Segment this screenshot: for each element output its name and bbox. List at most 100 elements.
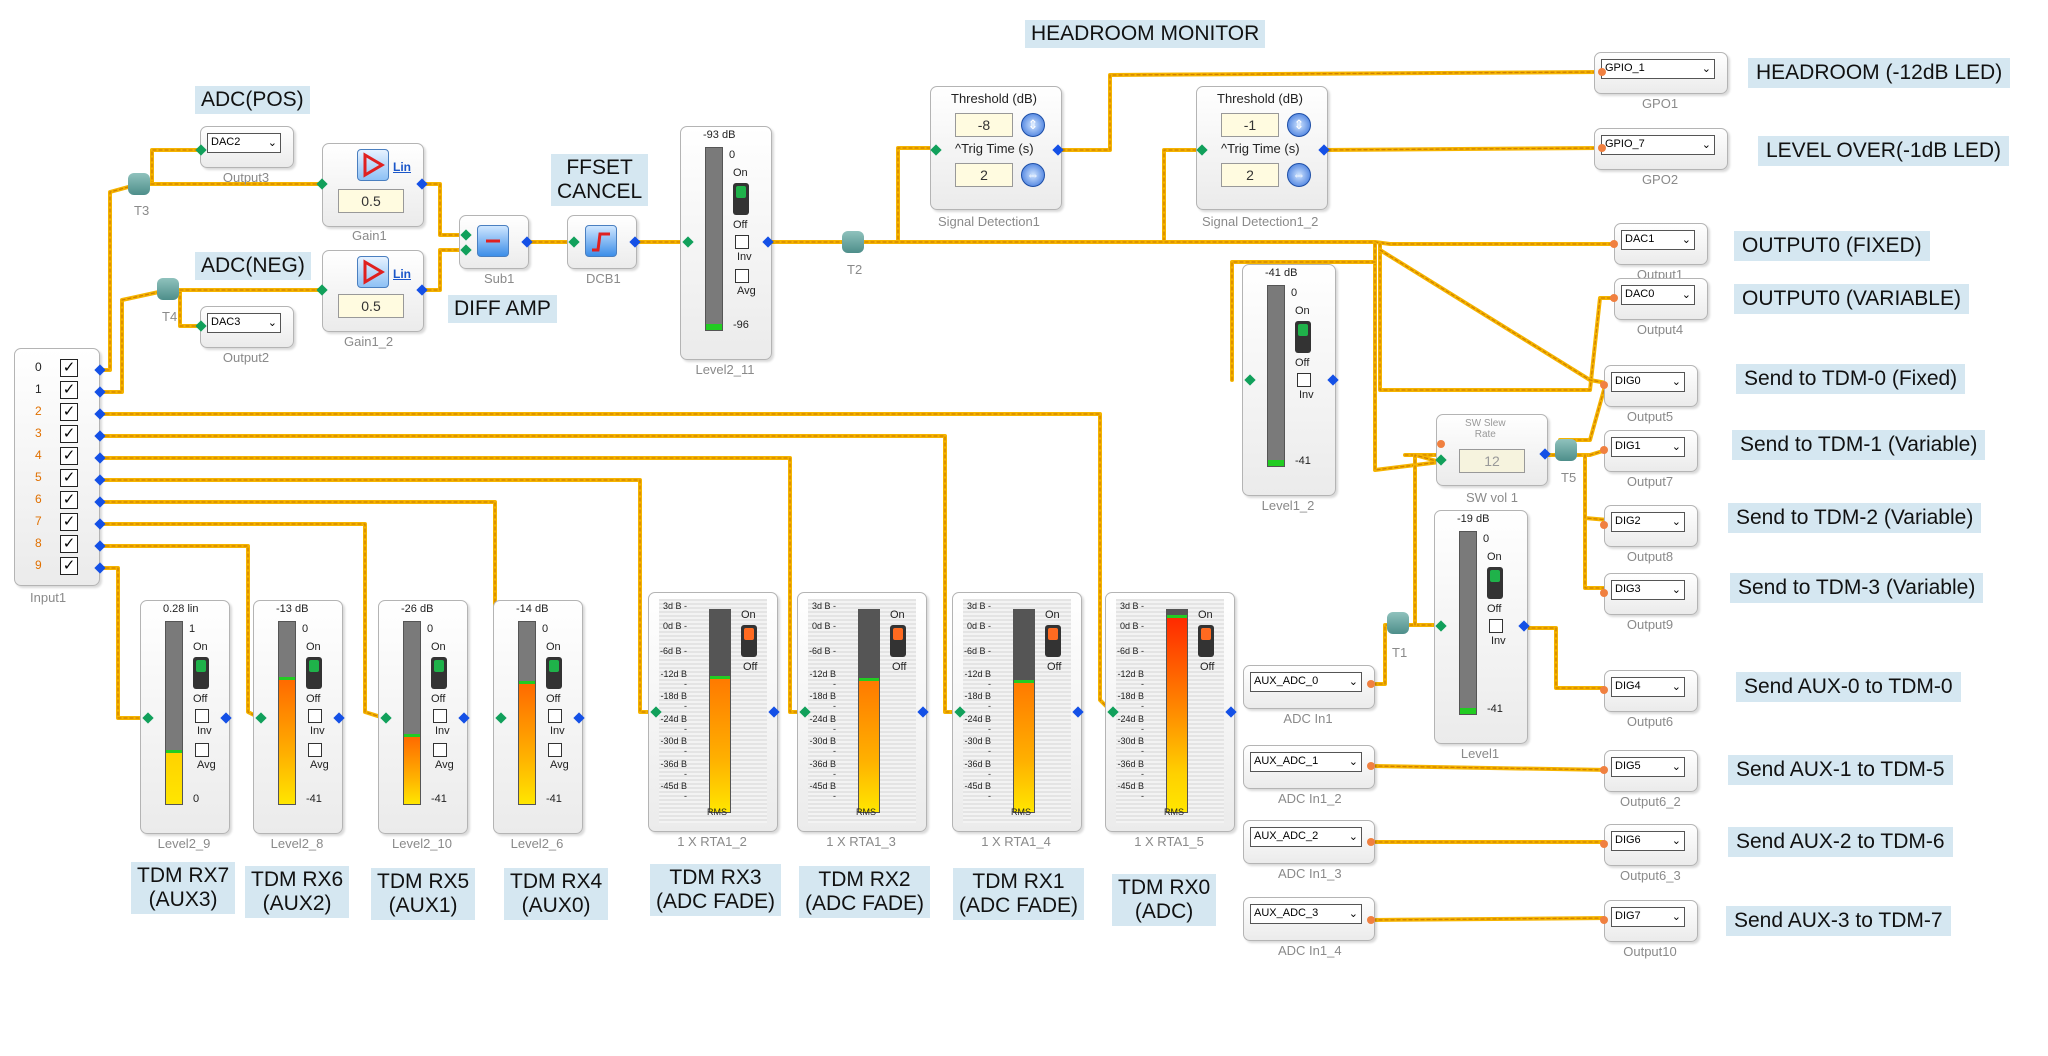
gain1-value-field[interactable]: 0.5	[338, 189, 404, 213]
output9-select[interactable]: DIG3⌄	[1611, 580, 1685, 600]
gain1-block[interactable]: Lin 0.5	[322, 143, 424, 227]
level1-2-toggle-switch[interactable]	[1295, 321, 1311, 353]
output5-select[interactable]: DIG0⌄	[1611, 372, 1685, 392]
rta-meter-block[interactable]: 3d B -0d B --6d B --12d B --18d B --24d …	[1105, 592, 1235, 832]
output6-2-block[interactable]: DIG5⌄	[1604, 750, 1698, 792]
input-channel-checkbox[interactable]: ✓	[60, 491, 78, 509]
output4-block[interactable]: DAC0⌄	[1614, 278, 1708, 320]
output3-select[interactable]: DAC2⌄	[207, 133, 281, 153]
gain1-2-value-field[interactable]: 0.5	[338, 294, 404, 318]
output7-block[interactable]: DIG1⌄	[1604, 430, 1698, 472]
sd1-trig-field[interactable]: 2	[955, 163, 1013, 187]
gain1-2-block[interactable]: Lin 0.5	[322, 250, 424, 332]
gpo2-select[interactable]: GPIO_7⌄	[1601, 135, 1715, 155]
adc-in1-4-block[interactable]: AUX_ADC_3⌄	[1243, 897, 1375, 941]
level1-2-invert-checkbox[interactable]	[1297, 373, 1311, 387]
connection-pin[interactable]	[1600, 589, 1608, 597]
connection-pin[interactable]	[1600, 686, 1608, 694]
connection-pin[interactable]	[1367, 838, 1375, 846]
output2-block[interactable]: DAC3⌄	[200, 306, 294, 348]
signal-detection1-block[interactable]: Threshold (dB) -8 ⇕ ^Trig Time (s) 2 ⇔	[930, 86, 1062, 210]
t5-node[interactable]	[1555, 439, 1577, 461]
sd2-threshold-field[interactable]: -1	[1221, 113, 1279, 137]
adc-in1-block[interactable]: AUX_ADC_0⌄	[1243, 665, 1375, 709]
output10-select[interactable]: DIG7⌄	[1611, 907, 1685, 927]
output10-block[interactable]: DIG7⌄	[1604, 900, 1698, 942]
level2-10-invert-checkbox[interactable]	[433, 709, 447, 723]
rta-toggle-switch[interactable]	[741, 625, 757, 657]
adc-in1-4-select[interactable]: AUX_ADC_3⌄	[1250, 904, 1362, 924]
input-channel-checkbox[interactable]: ✓	[60, 535, 78, 553]
connection-pin[interactable]	[1610, 294, 1618, 302]
connection-pin[interactable]	[1600, 446, 1608, 454]
output6-2-select[interactable]: DIG5⌄	[1611, 757, 1685, 777]
input-channel-checkbox[interactable]: ✓	[60, 513, 78, 531]
sd2-threshold-knob-icon[interactable]: ⇕	[1287, 113, 1311, 137]
sd1-threshold-field[interactable]: -8	[955, 113, 1013, 137]
signal-detection1-2-block[interactable]: Threshold (dB) -1 ⇕ ^Trig Time (s) 2 ⇔	[1196, 86, 1328, 210]
t1-node[interactable]	[1387, 612, 1409, 634]
rta-toggle-switch[interactable]	[1045, 625, 1061, 657]
level2-9-average-checkbox[interactable]	[195, 743, 209, 757]
input-channel-checkbox[interactable]: ✓	[60, 447, 78, 465]
rta-meter-block[interactable]: 3d B -0d B --6d B --12d B --18d B --24d …	[648, 592, 778, 832]
input-channel-checkbox[interactable]: ✓	[60, 359, 78, 377]
output6-select[interactable]: DIG4⌄	[1611, 677, 1685, 697]
adc-in1-3-select[interactable]: AUX_ADC_2⌄	[1250, 827, 1362, 847]
output4-select[interactable]: DAC0⌄	[1621, 285, 1695, 305]
output8-select[interactable]: DIG2⌄	[1611, 512, 1685, 532]
rta-toggle-switch[interactable]	[1198, 625, 1214, 657]
connection-pin[interactable]	[1367, 680, 1375, 688]
connection-pin[interactable]	[1600, 381, 1608, 389]
sd1-threshold-knob-icon[interactable]: ⇕	[1021, 113, 1045, 137]
gpo2-block[interactable]: GPIO_7⌄	[1594, 128, 1728, 170]
output6-block[interactable]: DIG4⌄	[1604, 670, 1698, 712]
input-channel-checkbox[interactable]: ✓	[60, 381, 78, 399]
output9-block[interactable]: DIG3⌄	[1604, 573, 1698, 615]
output6-3-select[interactable]: DIG6⌄	[1611, 831, 1685, 851]
t2-node[interactable]	[842, 231, 864, 253]
connection-pin[interactable]	[1600, 521, 1608, 529]
level2-11-invert-checkbox[interactable]	[735, 235, 749, 249]
rta-toggle-switch[interactable]	[890, 625, 906, 657]
gain1-2-lin-link[interactable]: Lin	[393, 267, 411, 281]
t3-node[interactable]	[128, 173, 150, 195]
sd2-trig-knob-icon[interactable]: ⇔	[1287, 163, 1311, 187]
connection-pin[interactable]	[1600, 916, 1608, 924]
connection-pin[interactable]	[1600, 766, 1608, 774]
level2-6-average-checkbox[interactable]	[548, 743, 562, 757]
adc-in1-2-block[interactable]: AUX_ADC_1⌄	[1243, 745, 1375, 789]
input-channel-checkbox[interactable]: ✓	[60, 469, 78, 487]
sw-vol1-block[interactable]: SW Slew Rate 12	[1436, 414, 1548, 486]
input-channel-checkbox[interactable]: ✓	[60, 425, 78, 443]
connection-pin[interactable]	[1367, 762, 1375, 770]
level2-11-toggle-switch[interactable]	[733, 183, 749, 215]
gpo1-block[interactable]: GPIO_1⌄	[1594, 52, 1728, 94]
level2-6-toggle-switch[interactable]	[546, 657, 562, 689]
connection-pin[interactable]	[1437, 440, 1445, 448]
level2-8-average-checkbox[interactable]	[308, 743, 322, 757]
output1-select[interactable]: DAC1⌄	[1621, 230, 1695, 250]
adc-in1-3-block[interactable]: AUX_ADC_2⌄	[1243, 820, 1375, 864]
sub1-block[interactable]	[459, 215, 529, 269]
output3-block[interactable]: DAC2⌄	[200, 126, 294, 168]
rta-meter-block[interactable]: 3d B -0d B --6d B --12d B --18d B --24d …	[797, 592, 927, 832]
t4-node[interactable]	[157, 278, 179, 300]
gain1-lin-link[interactable]: Lin	[393, 160, 411, 174]
level2-10-average-checkbox[interactable]	[433, 743, 447, 757]
output6-3-block[interactable]: DIG6⌄	[1604, 824, 1698, 866]
level2-8-toggle-switch[interactable]	[306, 657, 322, 689]
level2-8-invert-checkbox[interactable]	[308, 709, 322, 723]
output2-select[interactable]: DAC3⌄	[207, 313, 281, 333]
output5-block[interactable]: DIG0⌄	[1604, 365, 1698, 407]
connection-pin[interactable]	[1598, 68, 1606, 76]
level1-toggle-switch[interactable]	[1487, 567, 1503, 599]
level2-9-invert-checkbox[interactable]	[195, 709, 209, 723]
adc-in1-select[interactable]: AUX_ADC_0⌄	[1250, 672, 1362, 692]
